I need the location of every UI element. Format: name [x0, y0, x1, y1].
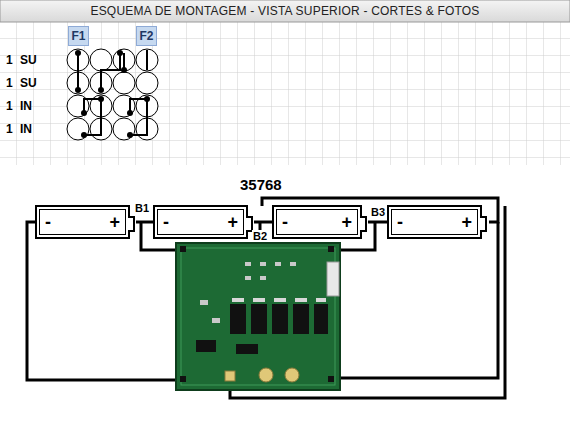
battery-nub	[480, 216, 487, 232]
page-title: ESQUEMA DE MONTAGEM - VISTA SUPERIOR - C…	[0, 0, 570, 22]
terminal-sign: +	[461, 213, 472, 231]
row-label: 1	[6, 100, 13, 112]
row-label: IN	[20, 100, 32, 112]
balance-tap-label: B1	[134, 202, 150, 214]
battery-cell: -+	[272, 205, 362, 239]
grid	[0, 22, 570, 165]
row-label: 1	[6, 54, 13, 66]
header-bar	[0, 0, 570, 22]
row-label: IN	[20, 123, 32, 135]
column-tag: F1	[68, 26, 89, 46]
row-label: SU	[20, 77, 37, 89]
row-label: SU	[20, 54, 37, 66]
terminal-sign: +	[227, 213, 238, 231]
series-link	[368, 221, 387, 224]
jumper-dots	[75, 50, 150, 138]
battery-nub	[128, 216, 135, 232]
column-label: F1	[71, 29, 85, 43]
wires	[27, 198, 505, 398]
part-number: 35768	[240, 177, 282, 192]
terminal-sign: -	[397, 213, 403, 231]
column-tag: F2	[136, 26, 157, 46]
balance-tap-label: B3	[370, 206, 386, 218]
battery-nub	[360, 216, 367, 232]
contact-grid	[67, 49, 158, 140]
column-label: F2	[139, 29, 153, 43]
battery-cell: -+	[153, 205, 248, 239]
jumpers	[78, 50, 147, 135]
terminal-sign: +	[341, 213, 352, 231]
terminal-sign: -	[163, 213, 169, 231]
series-link	[136, 221, 153, 224]
terminal-sign: -	[282, 213, 288, 231]
row-label: 1	[6, 123, 13, 135]
row-label: 1	[6, 77, 13, 89]
bms-board	[176, 243, 340, 390]
terminal-sign: +	[109, 213, 120, 231]
battery-cell: -+	[387, 205, 482, 239]
series-link	[254, 221, 272, 224]
balance-tap-label: B2	[252, 230, 268, 242]
battery-cell: -+	[35, 205, 130, 239]
terminal-sign: -	[45, 213, 51, 231]
